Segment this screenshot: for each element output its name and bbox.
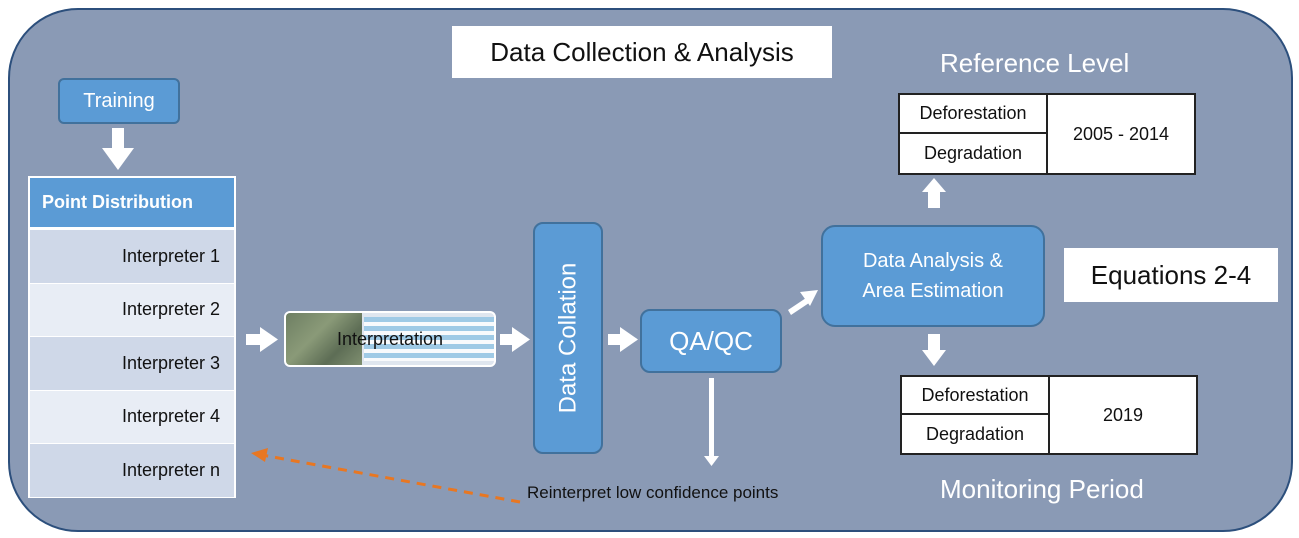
monitoring-period-table: Deforestation Degradation 2019 <box>900 375 1198 455</box>
interpretation-label: Interpretation <box>336 328 444 349</box>
data-analysis-line1: Data Analysis & <box>862 250 1004 272</box>
reference-level-title: Reference Level <box>940 48 1130 78</box>
monitoring-degradation-cell: Degradation <box>902 415 1050 453</box>
data-collation-box: Data Collation <box>533 222 603 454</box>
interpreter-row: Interpreter 3 <box>30 337 234 391</box>
reference-degradation-cell: Degradation <box>900 134 1048 173</box>
interpreter-row: Interpreter 2 <box>30 283 234 337</box>
interpreter-row: Interpreter 4 <box>30 390 234 444</box>
diagram-title: Data Collection & Analysis <box>452 26 832 78</box>
reference-deforestation-cell: Deforestation <box>900 95 1048 134</box>
point-distribution-table: Point Distribution Interpreter 1 Interpr… <box>28 176 236 498</box>
monitoring-deforestation-cell: Deforestation <box>902 377 1050 415</box>
monitoring-period-cell: 2019 <box>1102 404 1144 425</box>
data-analysis-box: Data Analysis & Area Estimation <box>821 225 1045 327</box>
qaqc-box: QA/QC <box>640 309 782 373</box>
interpretation-box: Interpretation <box>284 311 496 367</box>
data-collation-label: Data Collation <box>554 262 581 414</box>
reinterpret-label: Reinterpret low confidence points <box>527 483 779 502</box>
satellite-map-thumbnail <box>286 313 362 365</box>
reference-period-cell: 2005 - 2014 <box>1072 123 1170 144</box>
reference-level-table: Deforestation Degradation 2005 - 2014 <box>898 93 1196 175</box>
training-box: Training <box>58 78 180 124</box>
interface-screenshot-thumbnail <box>364 317 494 361</box>
point-distribution-header: Point Distribution <box>30 178 234 230</box>
monitoring-period-title: Monitoring Period <box>940 474 1144 504</box>
interpreter-row: Interpreter n <box>30 444 234 498</box>
data-analysis-line2: Area Estimation <box>862 280 1004 302</box>
equations-box: Equations 2-4 <box>1064 248 1278 302</box>
interpreter-row: Interpreter 1 <box>30 230 234 284</box>
